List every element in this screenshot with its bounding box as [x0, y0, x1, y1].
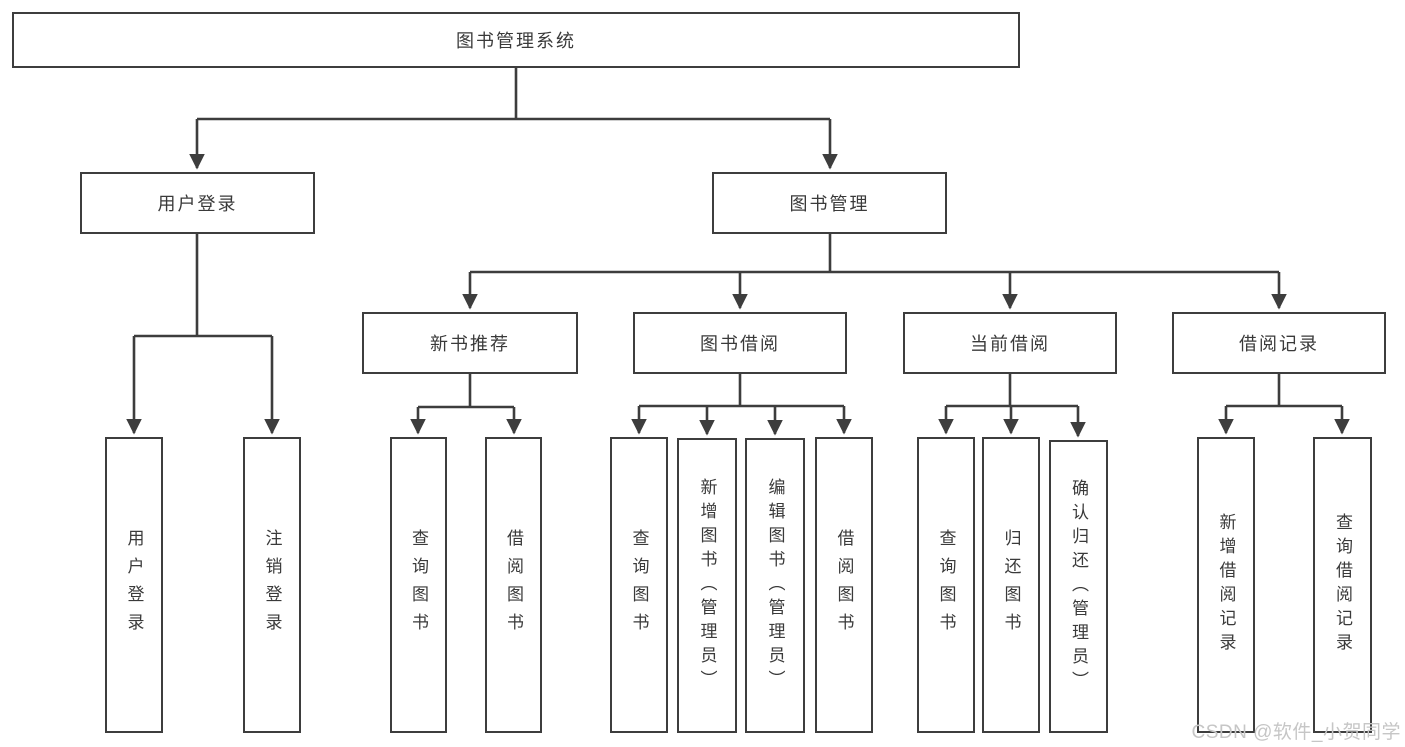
node-leaf-confirm-return-admin: 确认归还（管理员） — [1049, 440, 1108, 733]
node-leaf-query-books-recommend: 查询图书 — [390, 437, 447, 733]
node-leaf-query-books-borrowing: 查询图书 — [610, 437, 668, 733]
node-leaf-borrow-books: 借阅图书 — [815, 437, 873, 733]
node-book-borrowing: 图书借阅 — [633, 312, 847, 374]
node-user-login: 用户登录 — [80, 172, 315, 234]
node-borrowing-records: 借阅记录 — [1172, 312, 1386, 374]
node-leaf-borrow-books-recommend: 借阅图书 — [485, 437, 542, 733]
node-library-system: 图书管理系统 — [12, 12, 1020, 68]
node-leaf-return-books: 归还图书 — [982, 437, 1040, 733]
node-leaf-query-books-current: 查询图书 — [917, 437, 975, 733]
node-current-borrowing: 当前借阅 — [903, 312, 1117, 374]
node-leaf-add-books-admin: 新增图书（管理员） — [677, 438, 737, 733]
node-leaf-user-login: 用户登录 — [105, 437, 163, 733]
node-leaf-logout: 注销登录 — [243, 437, 301, 733]
node-new-book-recommendation: 新书推荐 — [362, 312, 578, 374]
node-leaf-edit-books-admin: 编辑图书（管理员） — [745, 438, 805, 733]
node-book-management: 图书管理 — [712, 172, 947, 234]
node-leaf-add-borrow-record: 新增借阅记录 — [1197, 437, 1255, 733]
node-leaf-query-borrow-record: 查询借阅记录 — [1313, 437, 1372, 733]
